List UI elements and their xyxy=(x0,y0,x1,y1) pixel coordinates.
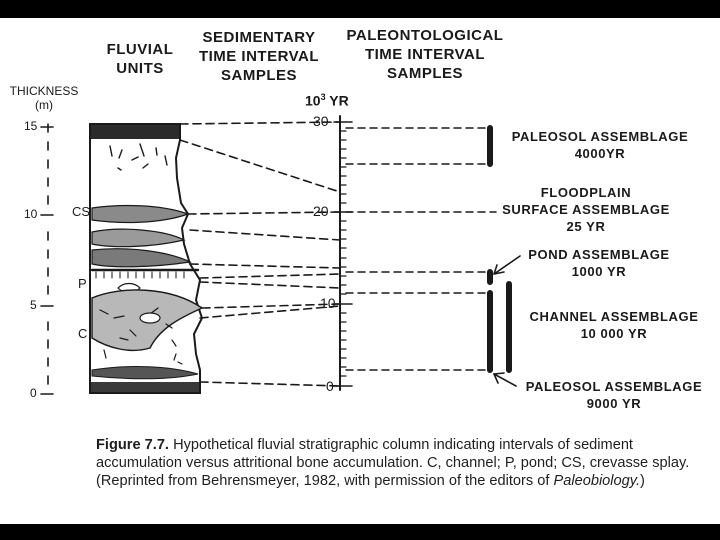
time-tick-30: 30 xyxy=(313,113,329,129)
figure-caption-label: Figure 7.7. xyxy=(96,437,169,453)
thickness-axis xyxy=(40,123,54,395)
thickness-tick-15: 15 xyxy=(24,119,38,133)
header-sedimentary-line-2: TIME INTERVAL xyxy=(198,48,320,65)
assemblage-floodplain-name-2: SURFACE ASSEMBLAGE xyxy=(502,202,670,217)
correlation-lines xyxy=(179,121,341,387)
assemblage-channel-name: CHANNEL ASSEMBLAGE xyxy=(529,309,699,324)
stratigraphic-diagram xyxy=(40,115,521,395)
header-paleontological-line-3: SAMPLES xyxy=(386,65,463,82)
assemblage-pond-duration: 1000 YR xyxy=(571,264,627,279)
header-fluvial-line-1: FLUVIAL xyxy=(106,41,174,58)
figure-panel: FLUVIAL UNITS SEDIMENTARY TIME INTERVAL … xyxy=(0,18,720,524)
assemblage-paleosol-upper-duration: 4000YR xyxy=(574,146,626,161)
thickness-tick-5: 5 xyxy=(30,298,37,312)
assemblage-bars xyxy=(487,125,512,373)
assemblage-floodplain-name: FLOODPLAIN xyxy=(540,185,632,200)
time-tick-0: 0 xyxy=(326,378,334,394)
thickness-title-line-1: THICKNESS xyxy=(9,84,79,98)
assemblage-pond-name: POND ASSEMBLAGE xyxy=(528,247,670,262)
assemblage-paleosol-lower-duration: 9000 YR xyxy=(586,396,642,411)
figure-caption-closing: ) xyxy=(640,473,645,489)
header-fluvial-units: FLUVIAL UNITS xyxy=(94,40,186,78)
assemblage-paleosol-lower-name: PALEOSOL ASSEMBLAGE xyxy=(525,379,703,394)
time-scale-title: 103 YR xyxy=(305,92,349,109)
time-scale-axis xyxy=(333,115,353,391)
header-paleontological-line-1: PALEONTOLOGICAL xyxy=(346,27,504,44)
time-tick-10: 10 xyxy=(320,295,336,311)
header-sedimentary-line-3: SAMPLES xyxy=(220,67,297,84)
assemblage-pond: POND ASSEMBLAGE 1000 YR xyxy=(504,246,694,280)
assemblage-paleosol-upper: PALEOSOL ASSEMBLAGE 4000YR xyxy=(500,128,700,162)
header-sedimentary: SEDIMENTARY TIME INTERVAL SAMPLES xyxy=(184,28,334,85)
stratigraphic-column xyxy=(89,123,204,394)
assemblage-paleosol-upper-name: PALEOSOL ASSEMBLAGE xyxy=(511,129,689,144)
header-paleontological-line-2: TIME INTERVAL xyxy=(364,46,486,63)
figure-caption-journal: Paleobiology. xyxy=(553,473,641,489)
assemblage-paleosol-lower: PALEOSOL ASSEMBLAGE 9000 YR xyxy=(512,378,716,412)
unit-label-p: P xyxy=(78,276,87,291)
assemblage-floodplain-duration: 25 YR xyxy=(566,219,606,234)
assemblage-channel-duration: 10 000 YR xyxy=(580,326,648,341)
figure-caption: Figure 7.7. Hypothetical fluvial stratig… xyxy=(96,436,706,490)
thickness-tick-10: 10 xyxy=(24,207,38,221)
pointer-arrows xyxy=(493,255,521,387)
header-fluvial-line-2: UNITS xyxy=(116,60,164,77)
unit-label-cs: CS xyxy=(72,204,91,219)
unit-label-c: C xyxy=(78,326,88,341)
thickness-tick-0: 0 xyxy=(30,386,37,400)
time-scale-title-base: 10 xyxy=(305,92,321,109)
thickness-title: THICKNESS (m) xyxy=(4,84,84,112)
assemblage-channel: CHANNEL ASSEMBLAGE 10 000 YR xyxy=(514,308,714,342)
assemblage-links xyxy=(345,127,497,371)
figure-caption-text: Hypothetical fluvial stratigraphic colum… xyxy=(96,437,690,489)
assemblage-floodplain: FLOODPLAIN SURFACE ASSEMBLAGE 25 YR xyxy=(486,184,686,235)
time-scale-title-exponent: 3 xyxy=(320,92,326,102)
header-sedimentary-line-1: SEDIMENTARY xyxy=(202,29,316,46)
thickness-title-line-2: (m) xyxy=(35,98,53,112)
header-paleontological: PALEONTOLOGICAL TIME INTERVAL SAMPLES xyxy=(340,26,510,83)
time-scale-title-unit: YR xyxy=(329,92,349,109)
time-tick-20: 20 xyxy=(313,203,329,219)
